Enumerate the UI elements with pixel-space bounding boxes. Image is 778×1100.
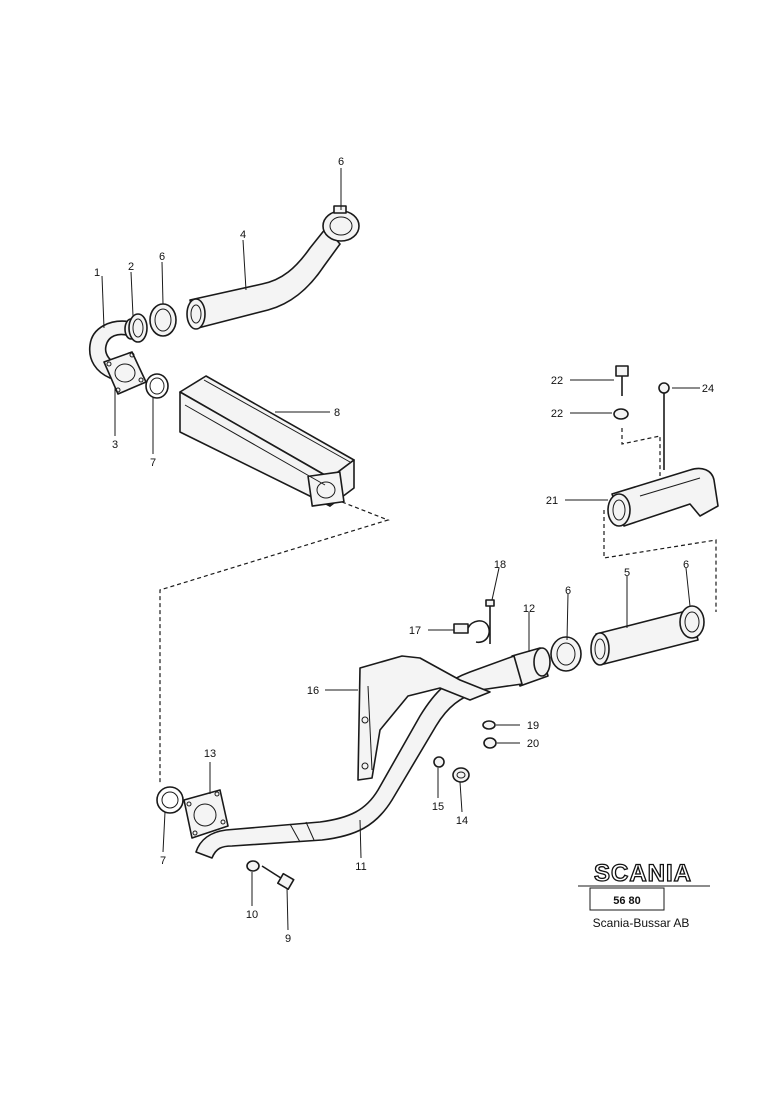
bolt-part-22 — [615, 365, 629, 396]
callout-4: 4 — [240, 229, 246, 241]
callout-22-washer: 22 — [551, 408, 563, 420]
callout-10: 10 — [246, 909, 258, 921]
gasket-part-7-upper — [145, 373, 169, 399]
callout-3: 3 — [112, 439, 118, 451]
outlet-pipe-part-21 — [607, 467, 719, 527]
callout-16: 16 — [307, 685, 319, 697]
flange-part-3 — [103, 351, 147, 395]
callout-18: 18 — [494, 559, 506, 571]
washer-part-22 — [613, 408, 629, 420]
clamp-part-6-right — [679, 605, 705, 639]
callout-14: 14 — [456, 815, 468, 827]
gasket-part-7-lower — [156, 786, 184, 814]
nut-part-14 — [452, 767, 470, 783]
company-name: Scania-Bussar AB — [593, 916, 690, 930]
page-code: 56 80 — [613, 895, 641, 907]
callout-11: 11 — [355, 861, 366, 873]
clamp-part-6-top — [322, 205, 360, 242]
callout-labels: 1 2 6 4 6 3 7 8 22 22 24 21 18 17 12 6 5… — [94, 156, 714, 945]
u-clip-part-17 — [453, 620, 491, 644]
clamp-part-6-middle — [550, 636, 582, 672]
callout-6-top: 6 — [338, 156, 344, 168]
clamp-part-2 — [128, 313, 148, 343]
bolt-part-18 — [485, 599, 495, 644]
pipe-part-4 — [186, 227, 341, 330]
callout-1: 1 — [94, 267, 100, 279]
callout-6-upper-left: 6 — [159, 251, 165, 263]
callout-6-middle: 6 — [565, 585, 571, 597]
nut-part-20 — [483, 737, 497, 749]
flange-part-13 — [183, 789, 229, 839]
washer-part-19 — [482, 720, 496, 730]
callout-24: 24 — [702, 383, 714, 395]
callout-13: 13 — [204, 748, 216, 760]
callout-21: 21 — [546, 495, 558, 507]
callout-22-bolt: 22 — [551, 375, 563, 387]
callout-5: 5 — [624, 567, 630, 579]
assembly-dashed-lines — [159, 428, 717, 785]
bracket-part-16 — [357, 655, 491, 781]
callout-7-lower: 7 — [160, 855, 166, 867]
callout-17: 17 — [409, 625, 421, 637]
exhaust-pipe-part-11 — [195, 655, 523, 859]
leader-lines — [101, 168, 700, 931]
callout-12: 12 — [523, 603, 535, 615]
scania-logo: SCANIA — [594, 860, 692, 887]
clamp-part-6-upper-left — [149, 303, 177, 337]
callout-19: 19 — [527, 720, 539, 732]
callout-8: 8 — [334, 407, 340, 419]
washer-part-10 — [246, 860, 260, 872]
bolt-part-9 — [261, 865, 295, 890]
callout-2: 2 — [128, 261, 134, 273]
callout-6-right: 6 — [683, 559, 689, 571]
callout-15: 15 — [432, 801, 444, 813]
scania-logo-block: SCANIA 56 80 Scania-Bussar AB — [578, 859, 710, 930]
callout-9: 9 — [285, 933, 291, 945]
nut-part-24 — [658, 382, 670, 470]
washer-part-15 — [433, 756, 445, 768]
callout-7-upper: 7 — [150, 457, 156, 469]
pipe-part-5 — [590, 609, 699, 666]
silencer-part-8 — [179, 375, 355, 507]
callout-20: 20 — [527, 738, 539, 750]
